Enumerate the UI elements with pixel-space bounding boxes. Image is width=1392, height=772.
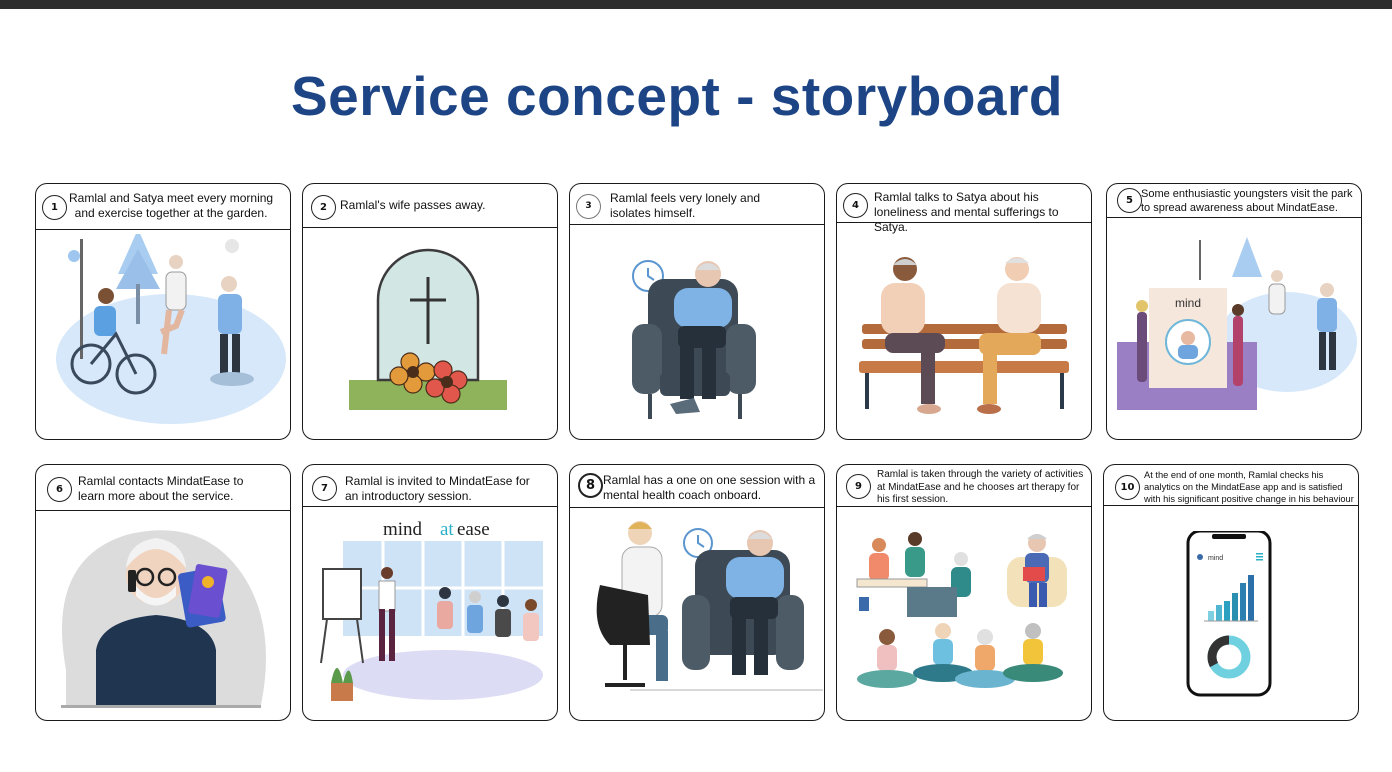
storyboard-panel-8: 8 Ramlal has a one on one session with a…: [569, 464, 825, 721]
panel-caption: [1107, 184, 1361, 218]
panel-caption: [1104, 465, 1358, 506]
panel-caption: [570, 184, 824, 225]
panel-caption-text: Ramlal talks to Satya about his loneline…: [874, 190, 1059, 234]
brand-logo-text: ease: [457, 519, 490, 540]
panel-caption-text: Ramlal is invited to MindatEase for an i…: [345, 474, 530, 503]
step-number: 4: [843, 193, 868, 218]
awareness-park-illustration: mind: [1107, 232, 1361, 412]
top-bar: [0, 0, 1392, 9]
brand-logo-accent: at: [440, 519, 454, 540]
storyboard-panel-10: 10 At the end of one month, Ramlal check…: [1103, 464, 1359, 721]
analytics-phone-illustration: mind: [1104, 531, 1358, 701]
storyboard-panel-2: 2 Ramlal's wife passes away.: [302, 183, 558, 440]
step-number: 3: [576, 194, 601, 219]
phone-call-illustration: [36, 520, 290, 715]
panel-caption-text: Some enthusiastic youngsters visit the p…: [1141, 188, 1353, 214]
panel-caption: [570, 465, 824, 508]
storyboard-panel-1: 1 Ramlal and Satya meet every morning an…: [35, 183, 291, 440]
panel-caption: [36, 184, 290, 230]
panel-caption-text: Ramlal feels very lonely and isolates hi…: [610, 191, 761, 220]
storyboard-panel-4: 4 Ramlal talks to Satya about his loneli…: [836, 183, 1092, 440]
panel-caption: [837, 184, 1091, 223]
storyboard-panel-7: 7 Ramlal is invited to MindatEase for an…: [302, 464, 558, 721]
panel-caption-text: Ramlal has a one on one session with a m…: [603, 473, 816, 502]
brand-logo-text: mind: [383, 519, 423, 540]
panel-caption: [303, 184, 557, 228]
panel-caption: [303, 465, 557, 507]
panel-caption: [36, 465, 290, 511]
page-title: Service concept - storyboard: [290, 65, 1064, 127]
panel-caption-text: Ramlal and Satya meet every morning and …: [69, 191, 274, 220]
panel-caption-text: Ramlal's wife passes away.: [340, 198, 486, 212]
step-number: 8: [578, 473, 603, 498]
step-number: 2: [311, 195, 336, 220]
storyboard-panel-5: 5 Some enthusiastic youngsters visit the…: [1106, 183, 1362, 440]
bench-conversation-illustration: [837, 249, 1091, 434]
garden-exercise-illustration: [36, 234, 290, 434]
step-number: 6: [47, 477, 72, 502]
lonely-man-armchair-illustration: [570, 254, 824, 434]
step-number: 5: [1117, 188, 1142, 213]
step-number: 9: [846, 474, 871, 499]
step-number: 1: [42, 195, 67, 220]
coach-session-illustration: [570, 515, 824, 715]
storyboard-panel-6: 6 Ramlal contacts MindatEase to learn mo…: [35, 464, 291, 721]
brand-logo-text: mind: [1208, 555, 1223, 562]
panel-caption-text: Ramlal contacts MindatEase to learn more…: [78, 474, 244, 503]
storyboard-panel-3: 3 Ramlal feels very lonely and isolates …: [569, 183, 825, 440]
panel-caption-text: Ramlal is taken through the variety of a…: [877, 469, 1084, 505]
panel-caption-text: At the end of one month, Ramlal checks h…: [1144, 470, 1354, 504]
group-session-illustration: mind at ease: [303, 513, 557, 713]
brand-logo-text: mind: [1175, 296, 1201, 310]
gravestone-illustration: [303, 244, 557, 424]
panel-caption: [837, 465, 1091, 507]
step-number: 10: [1115, 475, 1140, 500]
storyboard-panel-9: 9 Ramlal is taken through the variety of…: [836, 464, 1092, 721]
activities-illustration: [837, 527, 1091, 717]
step-number: 7: [312, 476, 337, 501]
